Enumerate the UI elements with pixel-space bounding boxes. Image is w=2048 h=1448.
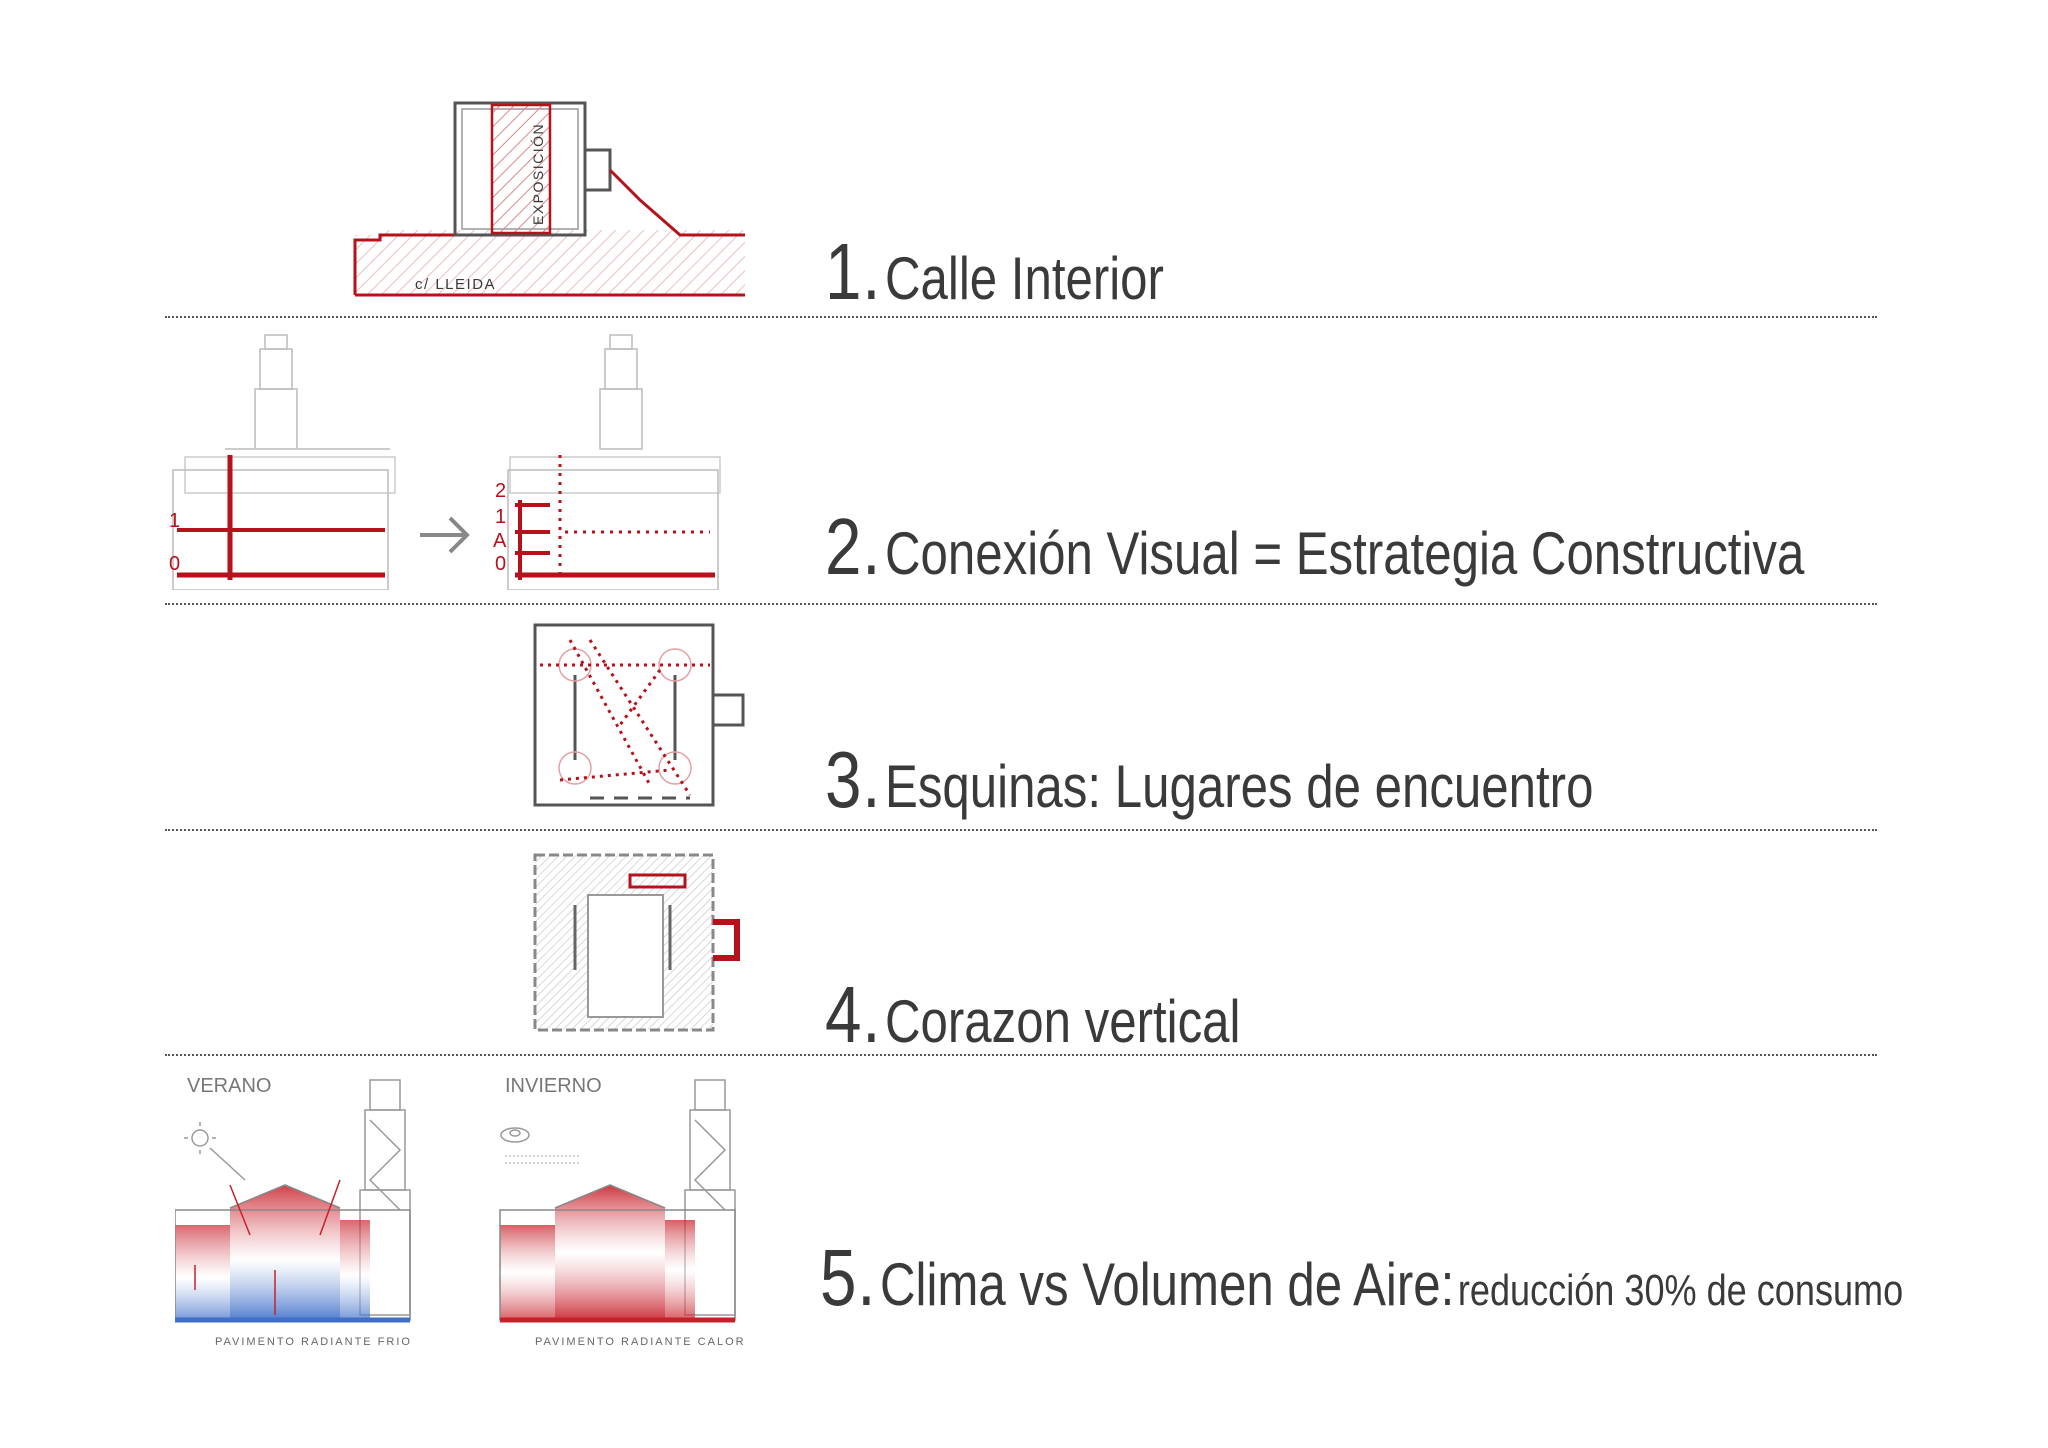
summer-caption: PAVIMENTO RADIANTE FRIO: [215, 1336, 412, 1348]
cloud-icon: [500, 1127, 530, 1143]
separator-1: [165, 316, 1877, 318]
diagram-clima: VERANO PAVIM: [175, 1075, 746, 1348]
diagram1-street-label: c/ LLEIDA: [415, 276, 496, 293]
item-2-label: 2. Conexión Visual = Estrategia Construc…: [825, 507, 1804, 587]
diagram2-after-level-0: 0: [495, 553, 506, 575]
sun-icon: [184, 1122, 216, 1154]
item-3-label: 3. Esquinas: Lugares de encuentro: [825, 740, 1593, 820]
winter-caption: PAVIMENTO RADIANTE CALOR: [535, 1336, 746, 1348]
diagram5-winter: INVIERNO PAVIMENTO RADIANTE CALOR: [499, 1075, 746, 1348]
item-3-number: 3.: [825, 735, 882, 824]
item-4-number: 4.: [825, 970, 882, 1059]
diagram1-room-label: EXPOSICIÓN: [530, 123, 546, 225]
diagram2-after-level-a: A: [493, 530, 507, 552]
summer-label: VERANO: [187, 1075, 271, 1097]
item-3-title: Esquinas: Lugares de encuentro: [885, 753, 1594, 820]
diagram2-after-level-2: 2: [495, 480, 506, 502]
arrow-right-icon: [420, 516, 470, 554]
separator-3: [165, 829, 1877, 831]
diagram-conexion-visual: 1 0 2 1 A 0: [169, 334, 721, 590]
diagram2-after-section: 2 1 A 0: [493, 334, 721, 590]
diagram5-summer: VERANO PAVIM: [175, 1075, 412, 1348]
diagram2-after-level-1: 1: [495, 506, 506, 528]
item-5-label: 5. Clima vs Volumen de Aire: reducción 3…: [820, 1238, 1903, 1318]
separator-4: [165, 1054, 1877, 1056]
diagram-calle-interior: EXPOSICIÓN c/ LLEIDA: [353, 101, 745, 297]
diagram2-before-section: 1 0: [169, 334, 396, 590]
item-1-number: 1.: [825, 227, 882, 316]
diagram-corazon-vertical: [533, 853, 740, 1032]
item-4-label: 4. Corazon vertical: [825, 975, 1240, 1055]
item-2-number: 2.: [825, 502, 882, 591]
item-5-title: Clima vs Volumen de Aire:: [880, 1251, 1455, 1318]
winter-label: INVIERNO: [505, 1075, 602, 1097]
diagram-esquinas: [533, 623, 745, 807]
separator-2: [165, 603, 1877, 605]
diagram2-before-level-0: 0: [169, 553, 180, 575]
diagram2-before-level-1: 1: [169, 510, 180, 532]
item-5-extra: reducción 30% de consumo: [1457, 1266, 1904, 1315]
svg-text:EXPOSICIÓN: EXPOSICIÓN: [530, 123, 546, 225]
item-1-title: Calle Interior: [885, 245, 1164, 312]
item-5-number: 5.: [820, 1233, 877, 1322]
item-2-title: Conexión Visual = Estrategia Constructiv…: [885, 520, 1805, 587]
item-1-label: 1. Calle Interior: [825, 232, 1164, 312]
item-4-title: Corazon vertical: [885, 988, 1241, 1055]
